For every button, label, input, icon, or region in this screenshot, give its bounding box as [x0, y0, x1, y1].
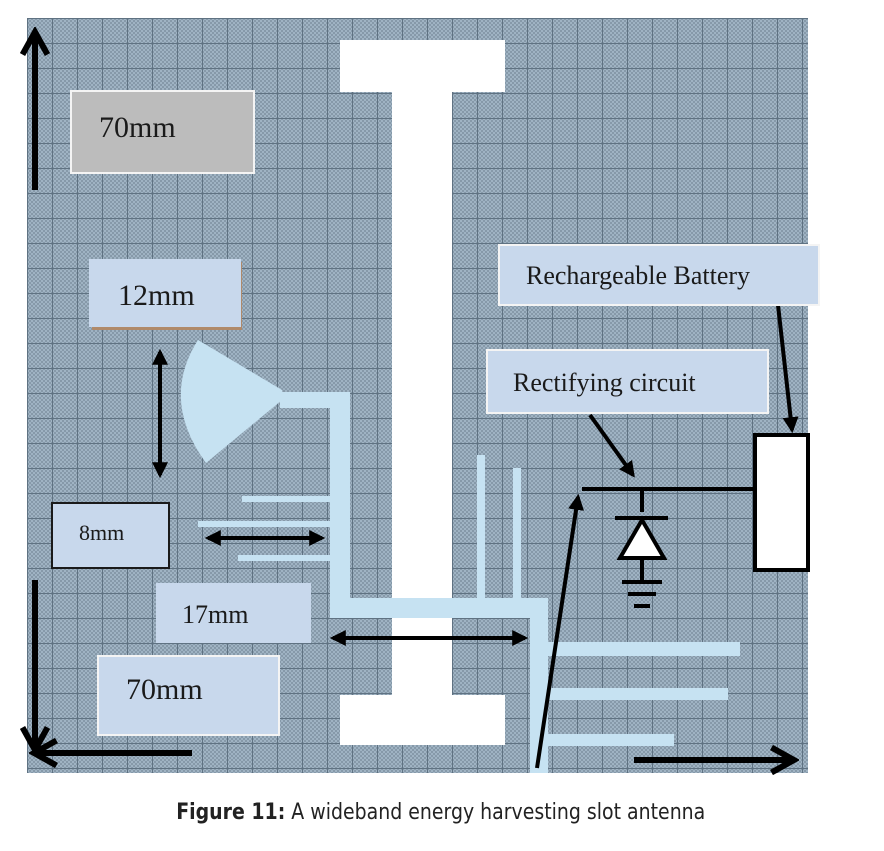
antenna-diagram: 70mm 12mm 8mm 17mm 70mm Rechargeable Bat…	[0, 18, 820, 790]
label-height-70mm: 70mm	[70, 90, 255, 174]
label-width-70mm: 70mm	[97, 655, 280, 736]
fan-radiator	[180, 340, 282, 463]
label-stub-8mm: 8mm	[51, 502, 170, 569]
label-patch-12mm: 12mm	[89, 259, 242, 330]
diode-icon	[615, 489, 668, 582]
feed-line	[198, 392, 740, 773]
i-shaped-slot	[340, 40, 505, 745]
label-battery-text: Rechargeable Battery	[526, 261, 750, 290]
ground-icon	[622, 580, 662, 608]
label-rectifier-text: Rectifying circuit	[513, 368, 696, 397]
label-rectifier: Rectifying circuit	[486, 349, 769, 414]
battery-pointer-arrow	[776, 304, 799, 434]
label-height-text: 70mm	[99, 111, 176, 144]
label-feed-17mm: 17mm	[156, 583, 311, 643]
figure-caption: Figure 11: A wideband energy harvesting …	[61, 800, 821, 825]
label-battery: Rechargeable Battery	[498, 244, 820, 306]
feed-pointer-arrow	[535, 493, 584, 769]
caption-prefix: Figure 11:	[176, 800, 286, 825]
label-width-text: 70mm	[126, 673, 203, 706]
label-patch-text: 12mm	[118, 279, 195, 312]
caption-text: A wideband energy harvesting slot antenn…	[285, 800, 706, 825]
battery-block	[753, 433, 810, 572]
label-stub-text: 8mm	[79, 520, 124, 545]
rectifier-pointer-arrow	[588, 413, 635, 478]
label-feed-text: 17mm	[182, 600, 248, 629]
